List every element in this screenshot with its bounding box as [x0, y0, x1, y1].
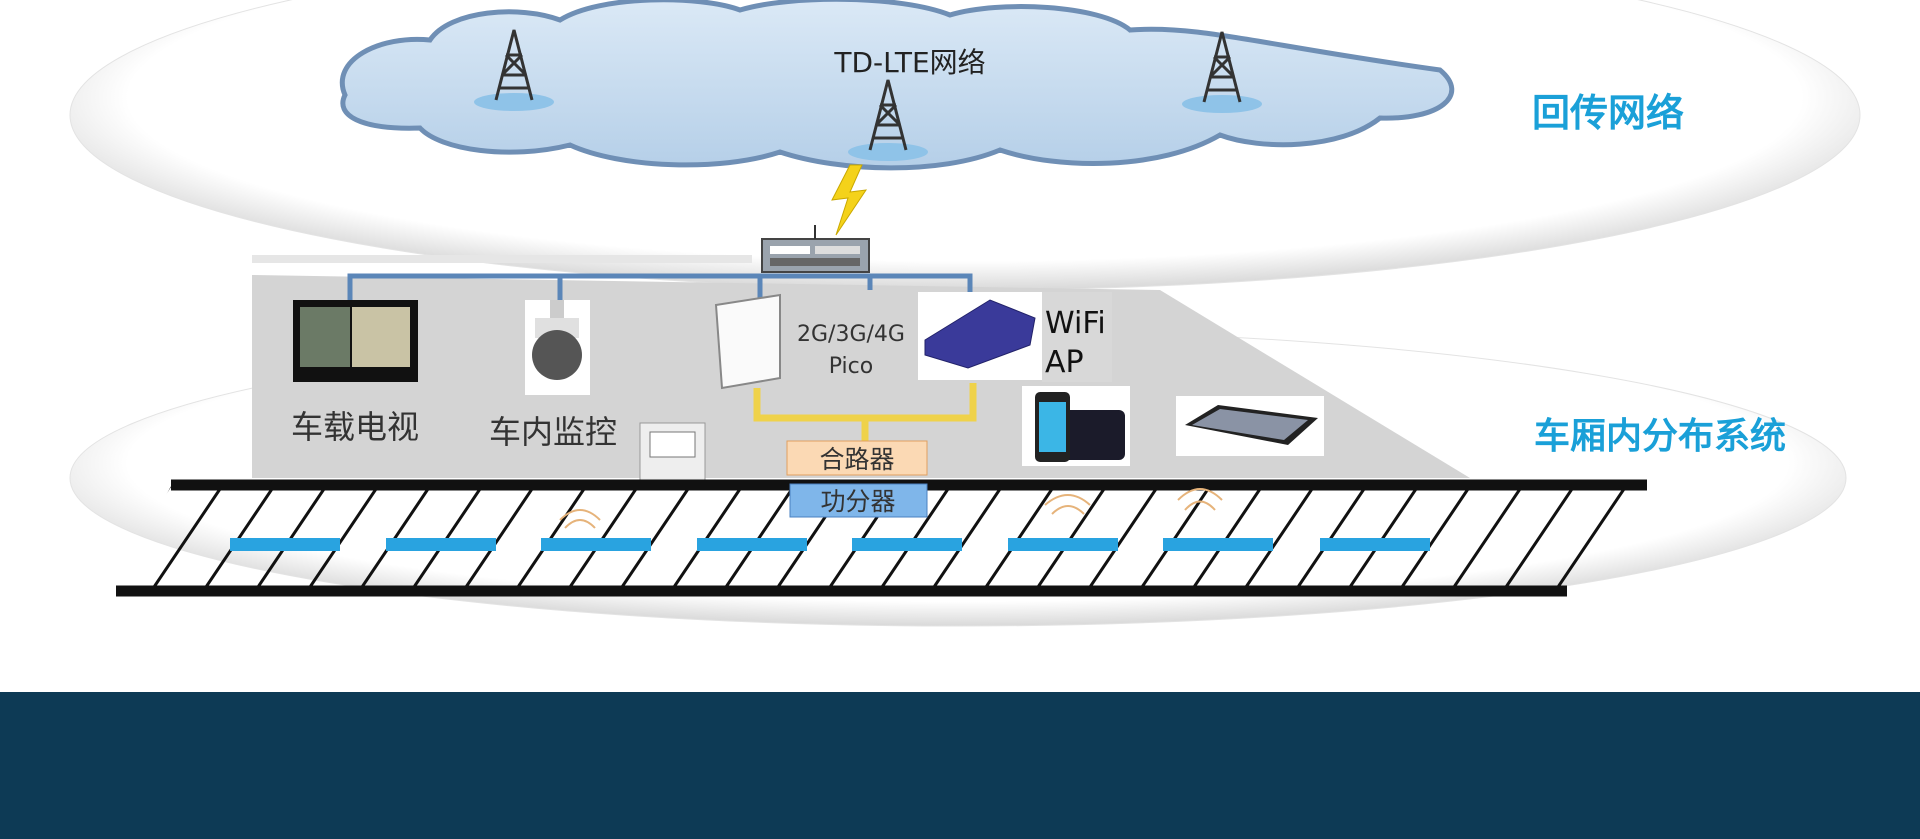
combiner-box	[786, 440, 928, 476]
track-sleeper	[462, 486, 536, 590]
wifi-label-line2: AP	[1045, 345, 1084, 380]
pico-label-line1: 2G/3G/4G	[797, 322, 905, 347]
surveillance-camera-icon	[525, 300, 590, 395]
tower-icon	[1182, 31, 1262, 113]
splitter-label: 功分器	[820, 487, 895, 516]
onboard-router	[761, 225, 870, 273]
track-sleeper	[1554, 486, 1628, 590]
track-sleeper	[1086, 486, 1160, 590]
track-sleeper	[1398, 486, 1472, 590]
tv-label: 车载电视	[291, 408, 419, 446]
track-sleeper	[618, 486, 692, 590]
pico-label-line2: Pico	[829, 354, 873, 379]
tower-icon	[848, 79, 928, 161]
ethernet-links	[347, 273, 973, 300]
leaky-antenna-segment	[386, 538, 496, 551]
splitter-box	[789, 483, 928, 518]
network-diagram: TD-LTE网络 回传网络 车载电视	[69, 0, 1861, 627]
track-sleeper	[1450, 486, 1524, 590]
repeater-unit-icon	[639, 422, 706, 484]
tv-icon	[293, 300, 418, 382]
pico-base-station-icon	[714, 293, 781, 390]
leaky-antenna-segment	[1163, 538, 1273, 551]
leaky-antenna-segment	[697, 538, 807, 551]
leaky-antenna-segment	[1320, 538, 1430, 551]
wifi-ap-icon	[924, 299, 1036, 369]
signal-waves	[559, 488, 1223, 529]
backhaul-layer-label: 回传网络	[1532, 91, 1684, 135]
leaky-antenna-segment	[230, 538, 340, 551]
tower-icon	[474, 29, 554, 111]
leaky-antenna-segment	[1008, 538, 1118, 551]
diagram-canvas: TD-LTE网络 回传网络 车载电视	[69, 0, 1861, 627]
in-car-layer-label: 车厢内分布系统	[1534, 416, 1786, 457]
wifi-label-line1: WiFi	[1045, 306, 1106, 341]
leaky-antenna-segment	[852, 538, 962, 551]
rf-feeders	[753, 383, 977, 441]
track-sleeper	[1242, 486, 1316, 590]
track-sleeper	[1502, 486, 1576, 590]
network-name: TD-LTE网络	[833, 46, 985, 79]
track-sleeper	[306, 486, 380, 590]
leaky-antenna-segment	[541, 538, 651, 551]
phone-and-tablet-icon	[1022, 386, 1130, 466]
footer-band	[0, 692, 1920, 839]
combiner-label: 合路器	[819, 445, 894, 474]
monitor-label: 车内监控	[489, 413, 617, 451]
wireless-link-icon	[831, 164, 868, 236]
cloud-icon	[339, 0, 1455, 171]
tablet-icon	[1176, 396, 1324, 456]
track-sleeper	[150, 486, 224, 590]
track-sleeper	[930, 486, 1004, 590]
